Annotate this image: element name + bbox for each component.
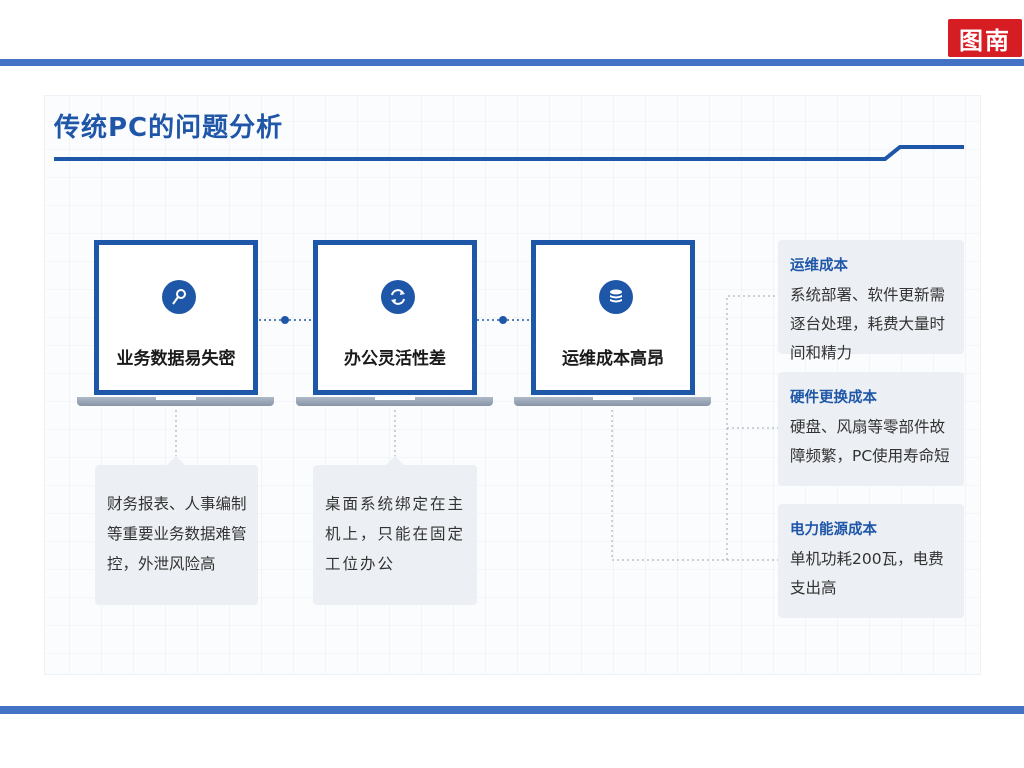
laptop-label: 运维成本高昂 (562, 349, 664, 369)
card-text: 硬盘、风扇等零部件故障频繁，PC使用寿命短 (790, 418, 950, 465)
card-flexibility: 桌面系统绑定在主机上，只能在固定工位办公 (313, 456, 477, 605)
laptop-label: 业务数据易失密 (116, 349, 236, 369)
slide-title: 传统PC的问题分析 (54, 113, 284, 143)
key-icon (162, 280, 196, 314)
refresh-icon (381, 280, 415, 314)
logo: 图南 (948, 19, 1022, 57)
laptop-data-leak: 业务数据易失密 (77, 240, 274, 408)
laptop-screen: 办公灵活性差 (313, 240, 477, 395)
card-hardware-cost: 硬件更换成本 硬盘、风扇等零部件故障频繁，PC使用寿命短 (778, 372, 964, 486)
card-title: 运维成本 (790, 258, 848, 274)
bottom-bar (0, 706, 1024, 714)
card-text: 桌面系统绑定在主机上，只能在固定工位办公 (325, 495, 466, 573)
laptop-base (514, 397, 711, 406)
laptop-screen: 业务数据易失密 (94, 240, 258, 395)
laptop-flexibility: 办公灵活性差 (296, 240, 493, 408)
card-power-cost: 电力能源成本 单机功耗200瓦，电费支出高 (778, 504, 964, 618)
database-icon (599, 280, 633, 314)
laptop-screen: 运维成本高昂 (531, 240, 695, 395)
laptop-base (296, 397, 493, 406)
laptop-cost: 运维成本高昂 (514, 240, 711, 408)
card-text: 单机功耗200瓦，电费支出高 (790, 550, 944, 597)
top-bar (0, 59, 1024, 66)
card-title: 电力能源成本 (790, 522, 877, 538)
card-text: 系统部署、软件更新需逐台处理，耗费大量时间和精力 (790, 286, 946, 362)
laptop-label: 办公灵活性差 (344, 349, 446, 369)
logo-text: 图南 (959, 25, 1011, 55)
card-ops-cost: 运维成本 系统部署、软件更新需逐台处理，耗费大量时间和精力 (778, 240, 964, 362)
card-title: 硬件更换成本 (790, 390, 877, 406)
card-text: 财务报表、人事编制等重要业务数据难管控，外泄风险高 (107, 495, 247, 573)
laptop-base (77, 397, 274, 406)
card-data-leak: 财务报表、人事编制等重要业务数据难管控，外泄风险高 (95, 456, 258, 605)
